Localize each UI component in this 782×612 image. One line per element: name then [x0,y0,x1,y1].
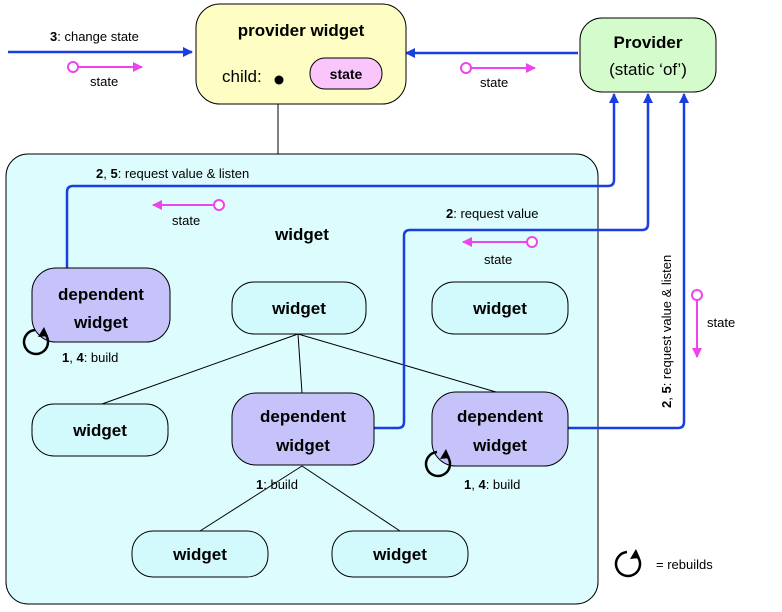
dependent-widget-right [431,391,569,467]
change-state-label: 3: change state [50,29,139,44]
request-listen-top-label: 2, 5: request value & listen [96,166,249,181]
provider-widget-box [195,3,407,105]
rebuild-icon-left [22,327,50,356]
dep-center-line1: dependent [260,407,346,426]
widget-bottom-left [131,530,269,578]
dep-left-line1: dependent [58,285,144,304]
provider-subtitle: (static ‘of’) [609,60,687,79]
widget-bottom-right [331,530,469,578]
rebuild-legend-icon [614,549,642,578]
request-listen-vertical-label: 2, 5: request value & listen [659,255,674,408]
blue-edges [8,47,689,430]
state-arrow-3 [152,199,225,211]
widget-bottom-left-label: widget [172,545,227,564]
dep-right-line1: dependent [457,407,543,426]
child-dot [274,75,284,85]
state-label-2: state [480,75,508,90]
request-listen-right-path [568,93,689,430]
dep-right-line2: widget [472,436,527,455]
build-center-label: 1: build [256,477,298,492]
dependent-widget-center [231,392,375,466]
container-label: widget [274,225,329,244]
dep-left-line2: widget [73,313,128,332]
request-value-path [374,93,653,430]
build-right-label: 1, 4: build [464,477,520,492]
legend-label: = rebuilds [656,557,713,572]
state-arrow-5 [691,289,703,358]
provider-box [579,17,717,93]
state-label-5: state [707,315,735,330]
provider-widget-title: provider widget [238,21,365,40]
state-pill [309,57,383,90]
dependent-widget-left [31,267,171,343]
widget-top-label: widget [271,299,326,318]
widget-left [31,403,169,457]
state-arrow-4 [462,236,538,248]
widget-bottom-right-label: widget [372,545,427,564]
provider-title: Provider [614,33,683,52]
widget-right [431,281,569,335]
state-arrow-1 [67,61,143,73]
request-listen-left-path [65,93,619,268]
widget-left-label: widget [72,421,127,440]
state-label-1: state [90,74,118,89]
request-value-label: 2: request value [446,206,539,221]
widget-right-label: widget [472,299,527,318]
widget-container [5,153,599,605]
child-label: child: [222,67,262,86]
rebuild-icon-right [424,449,452,478]
tree-edges [101,90,497,532]
state-pill-label: state [330,66,363,82]
widget-top [231,281,367,335]
state-label-4: state [484,252,512,267]
build-left-label: 1, 4: build [62,350,118,365]
dep-center-line2: widget [275,436,330,455]
state-label-3: state [172,213,200,228]
state-arrow-2 [460,62,536,74]
